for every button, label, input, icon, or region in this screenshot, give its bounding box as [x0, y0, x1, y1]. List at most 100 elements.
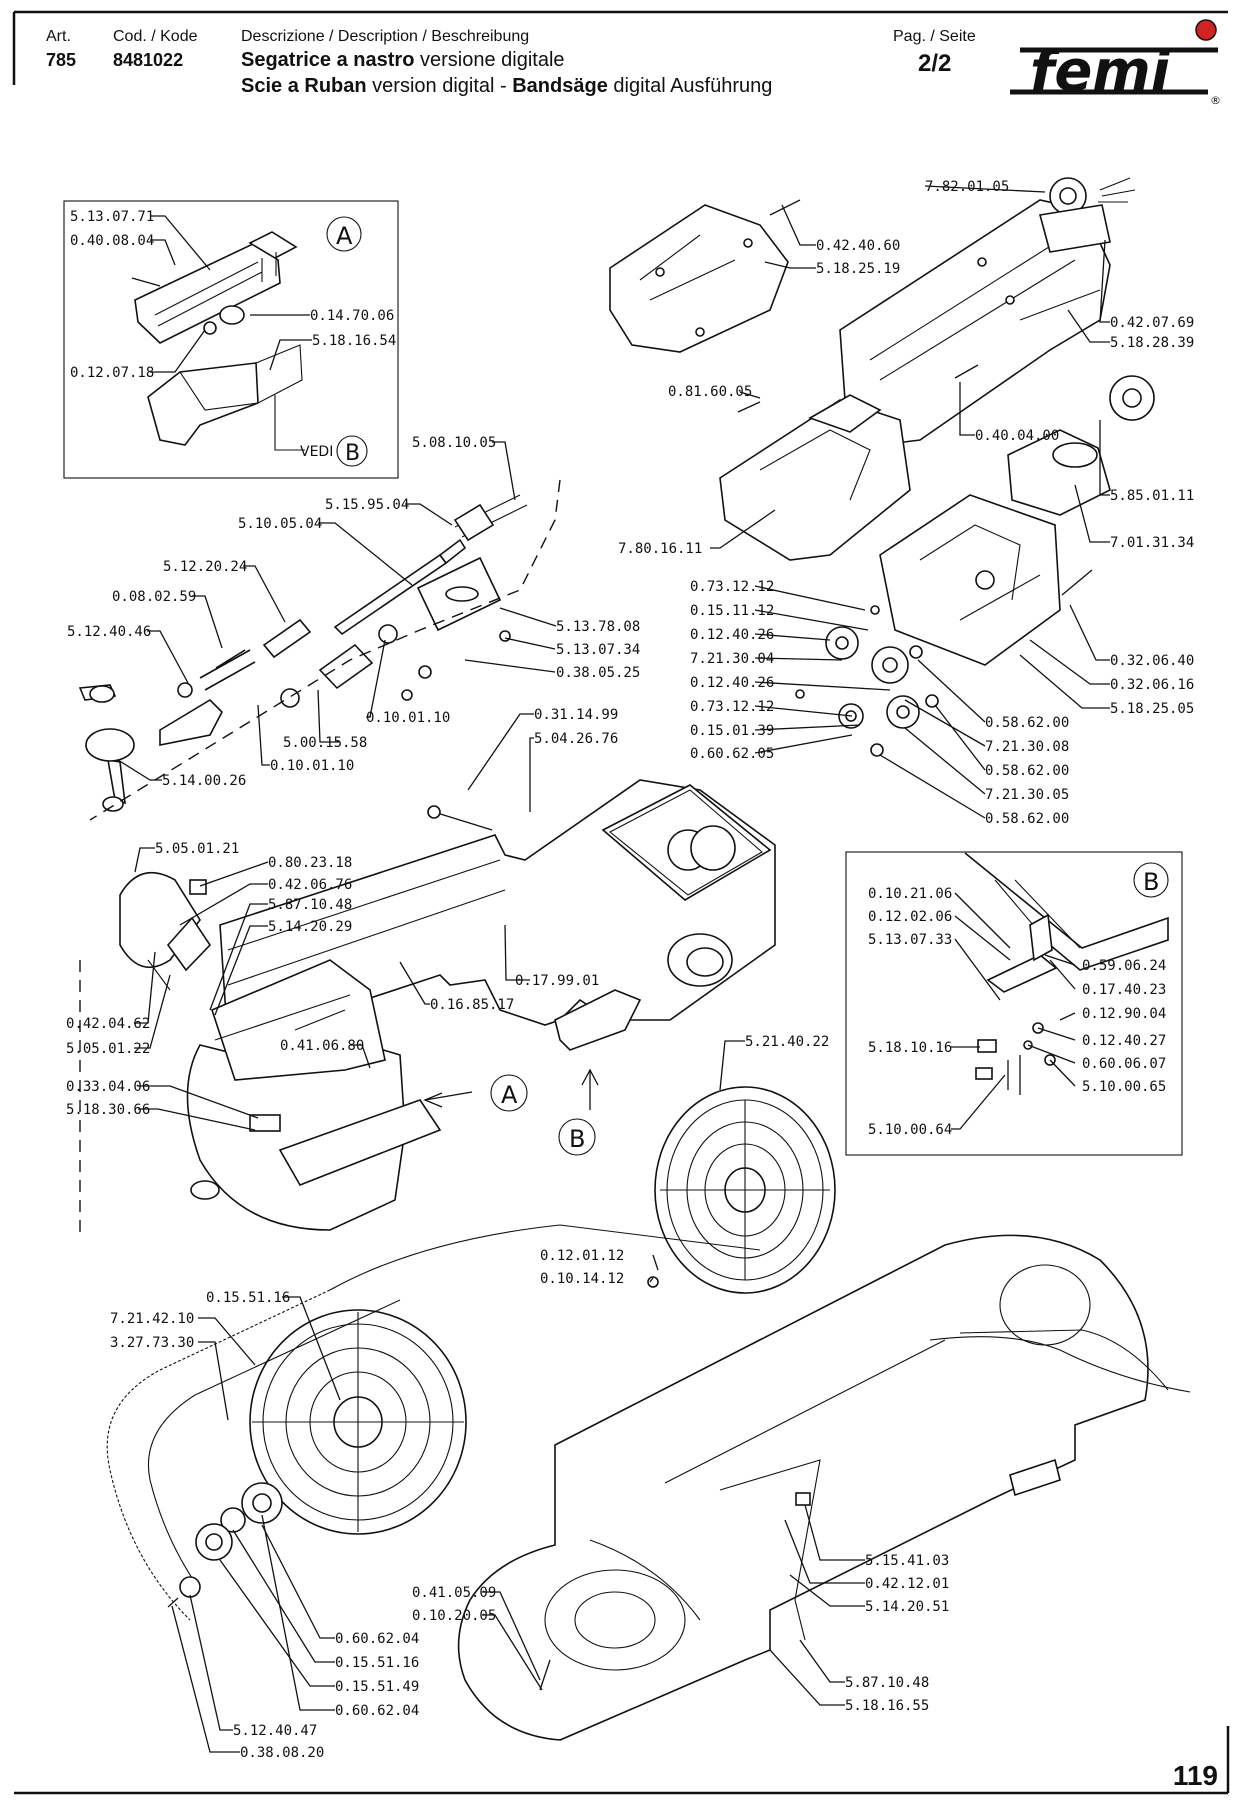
- wire-rod: [929, 1336, 1191, 1393]
- part-label-5-18-16-54: 5.18.16.54: [312, 333, 396, 349]
- part-label-5-18-16-55: 5.18.16.55: [845, 1698, 929, 1714]
- part-label-5-14-00-26: 5.14.00.26: [162, 773, 246, 789]
- part-label-0-59-06-24: 0.59.06.24: [1082, 958, 1166, 974]
- part-label-5-13-07-71: 5.13.07.71: [70, 209, 154, 225]
- bolt-0-31-14-99-icon: [433, 811, 493, 831]
- part-label-5-00-15-58: 5.00.15.58: [283, 735, 367, 751]
- screw-0-41-05-09-icon: [539, 1659, 551, 1691]
- detail-a-letter: A: [336, 222, 353, 250]
- guide-rod: [719, 1459, 821, 1641]
- part-label-0-15-51-49: 0.15.51.49: [335, 1679, 419, 1695]
- logo-red-dot-icon: [1195, 19, 1217, 41]
- part-label-0-32-06-16: 0.32.06.16: [1110, 677, 1194, 693]
- part-label-0-08-02-59: 0.08.02.59: [112, 589, 196, 605]
- part-label-0-38-05-25: 0.38.05.25: [556, 665, 640, 681]
- vedi-text: VEDI: [300, 444, 333, 460]
- part-label-7-80-16-11: 7.80.16.11: [618, 541, 702, 557]
- gear-set: [795, 605, 939, 757]
- part-label-0-10-01-10-b: 0.10.01.10: [270, 758, 354, 774]
- detail-a-parts: [131, 231, 303, 446]
- part-label-5-18-28-39: 5.18.28.39: [1110, 335, 1194, 351]
- part-label-0-60-06-07: 0.60.06.07: [1082, 1056, 1166, 1072]
- part-label-0-73-12-12: 0.73.12.12: [690, 579, 774, 595]
- vedi-pointer-line: [274, 395, 305, 451]
- part-label-0-73-12-12-b: 0.73.12.12: [690, 699, 774, 715]
- tension-assembly: [78, 494, 528, 812]
- part-label-5-18-30-66: 5.18.30.66: [66, 1102, 150, 1118]
- detail-b-letter: B: [1143, 868, 1159, 896]
- part-label-0-38-08-20: 0.38.08.20: [240, 1745, 324, 1761]
- part-label-0-10-01-10: 0.10.01.10: [366, 710, 450, 726]
- saw-frame: [219, 779, 776, 1051]
- femi-logo: femi ®: [1010, 19, 1221, 107]
- part-label-5-13-07-33: 5.13.07.33: [868, 932, 952, 948]
- part-label-5-21-40-22: 5.21.40.22: [745, 1034, 829, 1050]
- part-label-0-12-90-04: 0.12.90.04: [1082, 1006, 1166, 1022]
- blade-guard-cover: [609, 204, 789, 353]
- page-label: Pag. / Seite: [893, 28, 976, 45]
- page-of-pages: 2/2: [918, 50, 952, 77]
- motor-base-plate: [719, 394, 911, 561]
- callout-a-circle: [490, 1074, 528, 1112]
- part-label-7-82-01-05: 7.82.01.05: [925, 179, 1009, 195]
- code-label: Cod. / Kode: [113, 28, 198, 45]
- part-label-0-10-14-12: 0.10.14.12: [540, 1271, 624, 1287]
- part-label-0-41-05-09: 0.41.05.09: [412, 1585, 496, 1601]
- title-french-german: Scie a Ruban version digital - Bandsäge …: [241, 75, 772, 98]
- handle-grip: [119, 871, 212, 991]
- part-label-0-40-08-04: 0.40.08.04: [70, 233, 154, 249]
- part-label-5-10-05-04: 5.10.05.04: [238, 516, 322, 532]
- registered-mark: ®: [1210, 94, 1221, 107]
- detail-a-box: [63, 200, 399, 479]
- screw-0-42-40-60-icon: [769, 199, 801, 216]
- art-number: 785: [46, 50, 77, 70]
- art-label: Art.: [46, 28, 71, 45]
- callout-a-arrow: [424, 1091, 473, 1101]
- part-label-0-15-01-39: 0.15.01.39: [690, 723, 774, 739]
- part-label-0-17-40-23: 0.17.40.23: [1082, 982, 1166, 998]
- leader-lines: [117, 185, 1110, 1753]
- part-label-5-13-78-08: 5.13.78.08: [556, 619, 640, 635]
- detail-b-box: [845, 851, 1183, 1156]
- part-label-0-15-11-12: 0.15.11.12: [690, 603, 774, 619]
- part-label-0-10-20-05: 0.10.20.05: [412, 1608, 496, 1624]
- part-label-0-80-23-18: 0.80.23.18: [268, 855, 352, 871]
- part-label-0-15-51-16: 0.15.51.16: [206, 1290, 290, 1306]
- part-label-5-08-10-05: 5.08.10.05: [412, 435, 496, 451]
- code-number: 8481022: [113, 50, 184, 70]
- part-label-5-18-25-05: 5.18.25.05: [1110, 701, 1194, 717]
- part-label-0-60-62-05: 0.60.62.05: [690, 746, 774, 762]
- part-number-labels: 5.13.07.71 0.40.08.04 0.14.70.06 5.18.16…: [66, 179, 1194, 1761]
- part-label-5-14-20-29: 5.14.20.29: [268, 919, 352, 935]
- callout-a-arrowhead: [423, 1092, 443, 1108]
- pin-0-81-60-05-icon: [737, 401, 761, 413]
- screw-0-32-06-40-icon: [1061, 569, 1093, 596]
- part-label-0-58-62-00-b: 0.58.62.00: [985, 763, 1069, 779]
- part-label-0-12-40-27: 0.12.40.27: [1082, 1033, 1166, 1049]
- right-band-wheel: [654, 1086, 836, 1294]
- part-label-0-60-62-04: 0.60.62.04: [335, 1631, 419, 1647]
- part-label-0-42-07-69: 0.42.07.69: [1110, 315, 1194, 331]
- part-label-0-10-21-06: 0.10.21.06: [868, 886, 952, 902]
- screw-0-40-04-00-icon: [954, 364, 979, 379]
- part-label-5-12-40-46: 5.12.40.46: [67, 624, 151, 640]
- title-german-rest: digital Ausführung: [607, 75, 773, 97]
- title-italian-rest: versione digitale: [414, 49, 565, 71]
- part-label-7-21-30-05: 7.21.30.05: [985, 787, 1069, 803]
- part-label-5-04-26-76: 5.04.26.76: [534, 731, 618, 747]
- part-label-5-14-20-51: 5.14.20.51: [865, 1599, 949, 1615]
- detail-b-circle: [1133, 862, 1169, 898]
- part-label-7-21-30-04: 7.21.30.04: [690, 651, 774, 667]
- title-italian: Segatrice a nastro versione digitale: [241, 49, 565, 72]
- motor-unit: [1007, 375, 1155, 516]
- part-label-0-12-40-26-b: 0.12.40.26: [690, 675, 774, 691]
- bearing-set: [167, 1482, 283, 1608]
- title-german-bold: Bandsäge: [512, 75, 608, 97]
- part-label-5-12-20-24: 5.12.20.24: [163, 559, 247, 575]
- part-label-0-16-85-17: 0.16.85.17: [430, 997, 514, 1013]
- title-french-bold: Scie a Ruban: [241, 75, 367, 97]
- part-label-5-12-40-47: 5.12.40.47: [233, 1723, 317, 1739]
- callout-a-letter: A: [501, 1081, 518, 1109]
- washer-0-12-01-12-icon: [647, 1276, 659, 1288]
- part-label-5-05-01-22: 5.05.01.22: [66, 1041, 150, 1057]
